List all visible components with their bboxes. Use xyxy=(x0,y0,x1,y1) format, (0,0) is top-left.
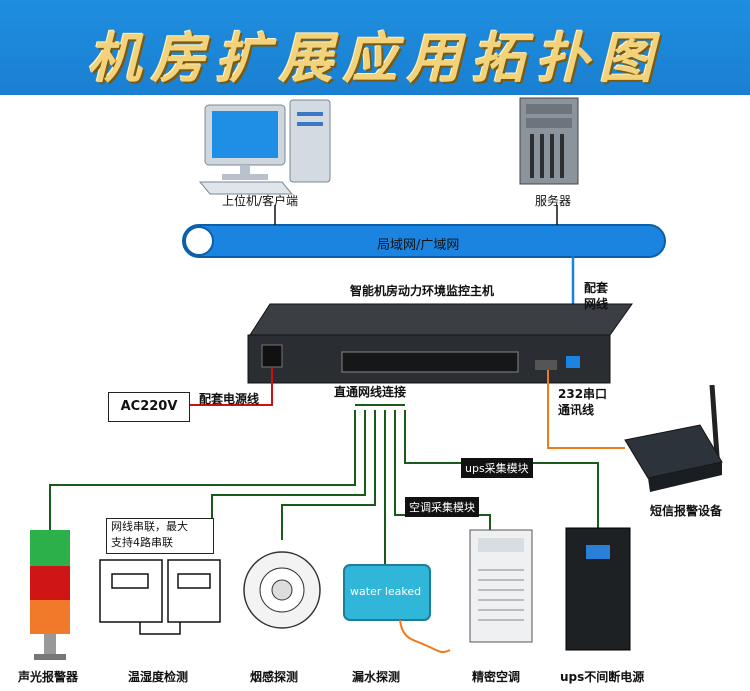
ac-power-box: AC220V xyxy=(108,392,190,422)
net-cable-label: 配套 网线 xyxy=(584,281,609,311)
server-label: 服务器 xyxy=(535,194,572,208)
sms-label: 短信报警设备 xyxy=(650,504,723,518)
alarm-label: 声光报警器 xyxy=(18,670,79,684)
computer-icon xyxy=(198,99,331,195)
ac-power-label: AC220V xyxy=(120,399,178,414)
diagram-title: 机房扩展应用拓扑图 xyxy=(87,26,663,90)
water-leak-sensor-icon xyxy=(343,564,451,654)
sms-alarm-device-icon xyxy=(624,384,723,492)
network-label: 局域网/广域网 xyxy=(377,238,460,253)
serial-label: 232串口 通讯线 xyxy=(558,387,608,417)
temp-humidity-sensor-icon xyxy=(99,559,221,635)
client-label: 上位机/客户端 xyxy=(222,194,299,208)
smoke-detector-icon xyxy=(243,551,321,629)
network-bus xyxy=(182,224,666,258)
water-leak-text: water leaked xyxy=(350,585,422,598)
server-icon xyxy=(519,97,579,185)
ups-icon xyxy=(565,527,631,651)
host-label: 智能机房动力环境监控主机 xyxy=(350,284,495,298)
power-cable-label: 配套电源线 xyxy=(199,392,260,406)
ups-label: ups不间断电源 xyxy=(560,670,645,684)
alarm-light-icon xyxy=(30,530,70,660)
aircon-module-tag: 空调采集模块 xyxy=(405,497,479,517)
aircon-label: 精密空调 xyxy=(472,670,521,684)
air-conditioner-icon xyxy=(469,529,533,643)
monitoring-host-icon xyxy=(247,303,633,384)
title-banner: 机房扩展应用拓扑图 xyxy=(0,0,750,95)
water-label: 漏水探测 xyxy=(352,670,401,684)
cascade-note: 网线串联，最大 支持4路串联 xyxy=(106,518,214,554)
ups-module-tag: ups采集模块 xyxy=(461,458,533,478)
direct-cable-label: 直通网线连接 xyxy=(334,385,407,399)
th-label: 温湿度检测 xyxy=(128,670,189,684)
smoke-label: 烟感探测 xyxy=(250,670,299,684)
